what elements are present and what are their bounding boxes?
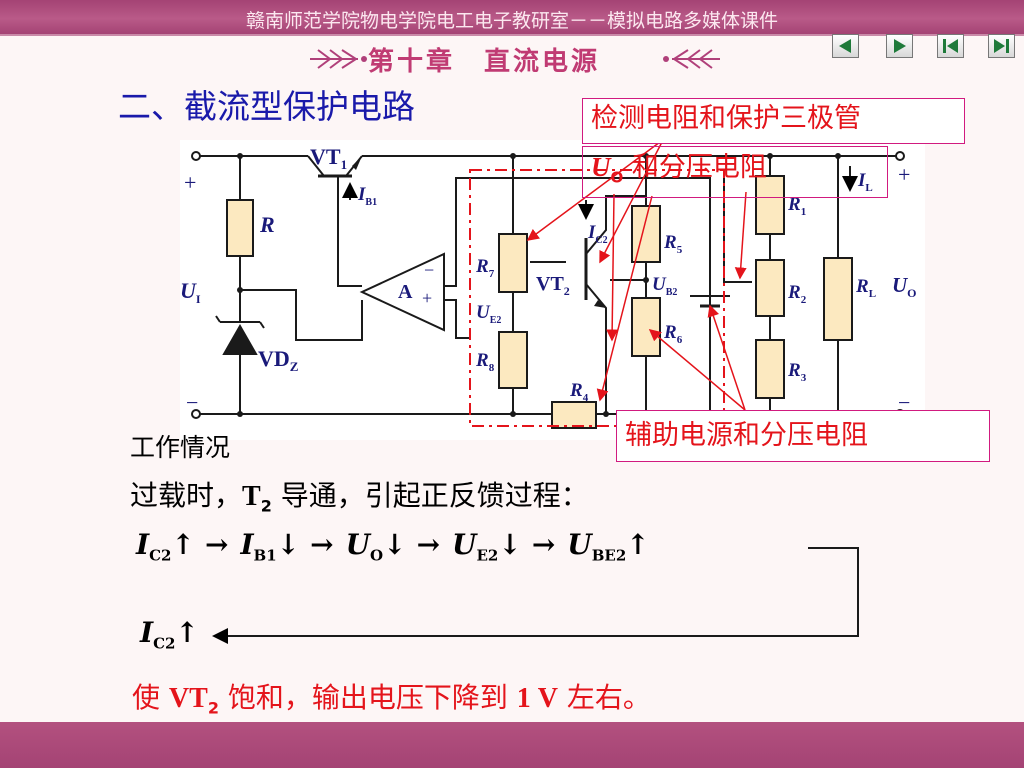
feedback-arrow: ↑ — [175, 616, 199, 649]
label-ib1: IB1 — [357, 184, 377, 208]
triangle-right-icon — [894, 39, 906, 53]
label-plus-out: + — [898, 162, 910, 187]
chain-symbol: U — [345, 528, 371, 561]
section-title: 二、截流型保护电路 — [118, 87, 415, 126]
nav-last-button[interactable] — [988, 34, 1015, 58]
label-vt1: VT1 — [310, 144, 347, 172]
chain-to-arrow: → — [416, 528, 441, 561]
chain-subscript: B1 — [253, 546, 277, 565]
header-bar: 赣南师范学院物电学院电工电子教研室－－模拟电路多媒体课件 — [0, 0, 1024, 35]
label-amp-plus: + — [422, 288, 432, 308]
feedback-return: IC2↑ — [140, 616, 199, 653]
overload-text-a: 过载时， — [130, 479, 243, 512]
header-divider — [0, 34, 1024, 36]
chain-trend-arrow: ↓ — [276, 528, 301, 561]
callout-uo-sub: O — [610, 168, 624, 187]
overload-t-sub: 2 — [260, 496, 272, 516]
chain-subscript: BE2 — [591, 546, 627, 565]
skip-last-icon — [994, 39, 1009, 53]
callout-uo-divider: UO 和分压电阻 — [582, 146, 888, 198]
label-r7: R7 — [475, 256, 495, 280]
overload-text-b: 导通，引起正反馈过程： — [271, 479, 589, 512]
label-r3: R3 — [787, 360, 807, 384]
result-text-a: 使 — [132, 681, 169, 714]
label-r4: R4 — [569, 380, 589, 404]
ornament-left-icon — [310, 49, 720, 69]
label-r5: R5 — [663, 232, 683, 256]
chain-subscript: O — [370, 546, 384, 565]
chain-symbol: I — [240, 528, 254, 561]
aux-battery — [690, 295, 730, 308]
working-heading: 工作情况 — [130, 433, 231, 462]
chain-subscript: E2 — [476, 546, 499, 565]
result-voltage: 1 V — [516, 683, 558, 714]
nav-next-button[interactable] — [886, 34, 913, 58]
label-ui: UI — [180, 278, 201, 306]
chain-trend-arrow: ↓ — [498, 528, 522, 561]
chain-term: UO↓ — [345, 528, 407, 565]
callout-uo-text: 和分压电阻 — [623, 152, 767, 183]
feedback-sym: I — [140, 616, 154, 649]
nav-prev-button[interactable] — [832, 34, 859, 58]
result-text-b: 饱和，输出电压下降到 — [218, 681, 517, 714]
skip-first-icon — [943, 39, 958, 53]
label-ic2: IC2 — [587, 222, 608, 246]
chain-trend-arrow: ↑ — [626, 528, 650, 561]
resistors — [226, 175, 853, 429]
label-r2: R2 — [787, 282, 807, 306]
result-vt-sub: 2 — [207, 698, 219, 718]
label-ue2: UE2 — [476, 302, 501, 326]
result-vt: VT — [168, 683, 208, 714]
chain-term: UE2↓ — [452, 528, 522, 565]
result-line: 使 VT2 饱和，输出电压下降到 1 V 左右。 — [132, 676, 651, 718]
chain-symbol: I — [136, 528, 150, 561]
overload-t: T — [242, 481, 261, 512]
chain-trend-arrow: ↑ — [171, 528, 195, 561]
triangle-left-icon — [839, 39, 851, 53]
label-vdz: VDZ — [258, 346, 299, 374]
result-text-c: 左右。 — [558, 681, 651, 714]
overload-line: 过载时，T2 导通，引起正反馈过程： — [130, 474, 589, 516]
chain-subscript: C2 — [149, 546, 172, 565]
course-title: 赣南师范学院物电学院电工电子教研室－－模拟电路多媒体课件 — [245, 10, 778, 32]
chain-term: IC2↑ — [136, 528, 195, 565]
label-r6: R6 — [663, 322, 683, 346]
chain-term: IB1↓ — [240, 528, 301, 565]
callout-uo-symbol: U — [591, 152, 611, 182]
chain-to-arrow: → — [204, 528, 229, 561]
callout-detect: 检测电阻和保护三极管 — [582, 98, 965, 144]
chain-symbol: U — [452, 528, 477, 561]
label-vt2: VT2 — [536, 273, 570, 298]
nav-first-button[interactable] — [937, 34, 964, 58]
label-plus-in: + — [184, 170, 196, 195]
chain-term: UBE2↑ — [567, 528, 650, 565]
protection-box — [469, 169, 725, 427]
feedback-sub: C2 — [153, 634, 176, 653]
label-rl: RL — [855, 276, 876, 300]
label-amp-minus: − — [424, 260, 434, 280]
zener-diode — [215, 315, 265, 355]
label-minus-in: − — [186, 390, 198, 415]
label-ub2: UB2 — [652, 274, 677, 298]
chapter-title-banner: 第十章 直流电源 — [300, 38, 730, 80]
op-amp — [359, 252, 445, 332]
label-uo: UO — [892, 273, 917, 300]
chain-to-arrow: → — [310, 528, 334, 561]
chain-symbol: U — [567, 528, 592, 561]
feedback-chain: IC2↑→IB1↓→UO↓→UE2↓→UBE2↑ — [136, 528, 658, 565]
label-amp: A — [398, 281, 413, 303]
label-r: R — [259, 212, 275, 237]
footer-bar — [0, 722, 1024, 768]
chain-to-arrow: → — [531, 528, 556, 561]
vt1-transistor — [307, 155, 363, 186]
chapter-title: 第十章 直流电源 — [368, 47, 601, 77]
callout-aux: 辅助电源和分压电阻 — [616, 410, 990, 462]
label-r8: R8 — [475, 350, 495, 374]
chain-trend-arrow: ↓ — [383, 528, 407, 561]
